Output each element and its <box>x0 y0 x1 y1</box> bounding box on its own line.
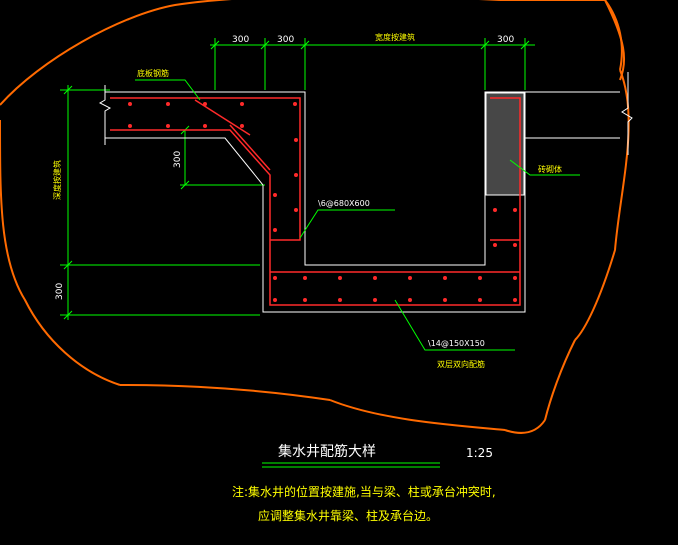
drawing-scale: 1:25 <box>466 446 493 460</box>
top-dimension-group <box>210 38 535 90</box>
note-line-1: 注:集水井的位置按建施,当与梁、柱或承台冲突时, <box>232 484 496 499</box>
dim-left-300: 300 <box>173 151 183 168</box>
brick-masonry-fill <box>486 93 524 195</box>
brick-outline <box>485 92 525 196</box>
rebar-lines <box>110 97 521 306</box>
break-line-right <box>621 72 633 155</box>
dim-top-mid: 宽度按建筑 <box>375 32 415 42</box>
rebar-dots <box>128 102 517 302</box>
dim-left-depth: 深度按建筑 <box>52 160 62 200</box>
break-line-left <box>98 85 112 145</box>
dim-top-2: 300 <box>277 35 294 45</box>
label-rebar-sub: 双层双向配筋 <box>437 359 485 369</box>
note-line-2: 应调整集水井靠梁、柱及承台边。 <box>258 508 438 523</box>
label-bottom-slab-rebar: 底板钢筋 <box>137 68 169 78</box>
revision-cloud-boundary <box>0 0 630 434</box>
revision-cloud-boundary-right <box>604 0 626 81</box>
dim-top-3: 300 <box>497 35 514 45</box>
label-rebar: \14@150X150 <box>428 339 485 348</box>
dim-top-1: 300 <box>232 35 249 45</box>
concrete-outline <box>105 91 620 313</box>
left-dimension-group <box>60 85 265 320</box>
drawing-title: 集水井配筋大样 <box>278 443 376 460</box>
label-brick: 砖砌体 <box>538 164 562 174</box>
label-stirrup: \6@680X600 <box>318 199 370 208</box>
leader-lines <box>135 79 580 351</box>
dim-left-bottom: 300 <box>55 283 65 300</box>
